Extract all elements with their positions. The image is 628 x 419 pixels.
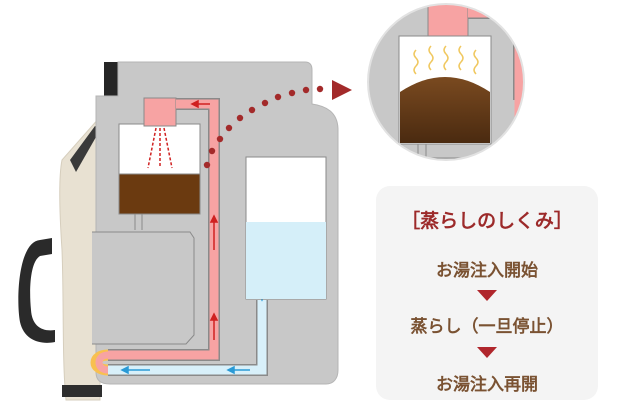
side-panel <box>59 115 101 401</box>
dotted-pointer <box>203 80 352 169</box>
coffee-grounds <box>118 173 201 215</box>
step-resume-pour: お湯注入再開 <box>436 375 538 395</box>
carafe-compartment <box>92 231 195 345</box>
steaming-explanation-panel: ［蒸らしのしくみ］ お湯注入開始 蒸らし（一旦停止） お湯注入再開 <box>376 186 598 400</box>
down-triangle-icon <box>477 347 497 358</box>
panel-title: ［蒸らしのしくみ］ <box>401 210 573 232</box>
pointer-arrowhead <box>332 80 352 100</box>
carafe-handle <box>18 238 55 343</box>
spray-arrows <box>147 127 173 169</box>
top-cap <box>104 62 118 104</box>
steam-icon <box>413 45 479 75</box>
base-foot <box>62 385 102 397</box>
step-steaming-pause: 蒸らし（一旦停止） <box>410 317 564 337</box>
water-level <box>246 222 326 299</box>
down-triangle-icon <box>477 290 497 301</box>
hot-flow-arrows <box>190 99 219 340</box>
shower-head <box>143 97 177 127</box>
step-start-pour: お湯注入開始 <box>436 261 538 281</box>
control-panel <box>70 126 100 172</box>
